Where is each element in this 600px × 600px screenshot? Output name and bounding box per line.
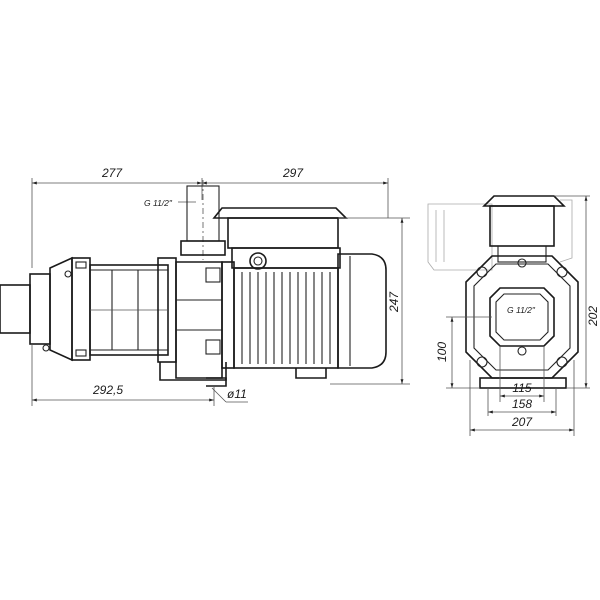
bottom-dimension: 292,5 [31, 344, 215, 406]
outlet-thread-label: G 11/2" [144, 198, 173, 208]
dim-277-label: 277 [101, 166, 123, 180]
pump-head [42, 256, 91, 362]
front-view: G 11/2" 202 100 115 158 [427, 195, 600, 436]
dim-158-label: 158 [512, 397, 532, 411]
hole-callout: ø11 [211, 387, 248, 403]
outlet-thread-callout: G 11/2" [144, 198, 196, 208]
dim-207-label: 207 [511, 415, 533, 429]
dim-202-label: 202 [586, 306, 600, 327]
front-base-height-dimension: 100 [435, 316, 492, 389]
outlet-pipe [180, 180, 226, 260]
dim-115-label: 115 [512, 381, 531, 395]
bracket [159, 261, 227, 381]
motor-ghost-outline [427, 199, 573, 271]
front-pump-body [465, 255, 579, 389]
dim-100-label: 100 [435, 342, 449, 362]
height-dimension: 247 [330, 217, 410, 385]
front-terminal-box [482, 195, 566, 263]
motor [221, 253, 387, 369]
inlet-thread-label: G 11/2" [507, 305, 536, 315]
dim-297-label: 297 [282, 166, 304, 180]
dim-hole-label: ø11 [227, 387, 247, 401]
terminal-box [212, 207, 348, 270]
dim-247-label: 247 [387, 291, 401, 313]
front-height-dimension: 202 [554, 195, 600, 389]
motor-foot [206, 368, 327, 387]
front-width-dimensions: 115 158 207 [469, 346, 575, 436]
multistage-body [89, 257, 177, 363]
side-view: 277 297 G 11/2" [0, 166, 410, 406]
suction-inlet [0, 273, 51, 345]
dim-292-5-label: 292,5 [92, 383, 123, 397]
top-dimension: 277 297 [31, 166, 389, 268]
